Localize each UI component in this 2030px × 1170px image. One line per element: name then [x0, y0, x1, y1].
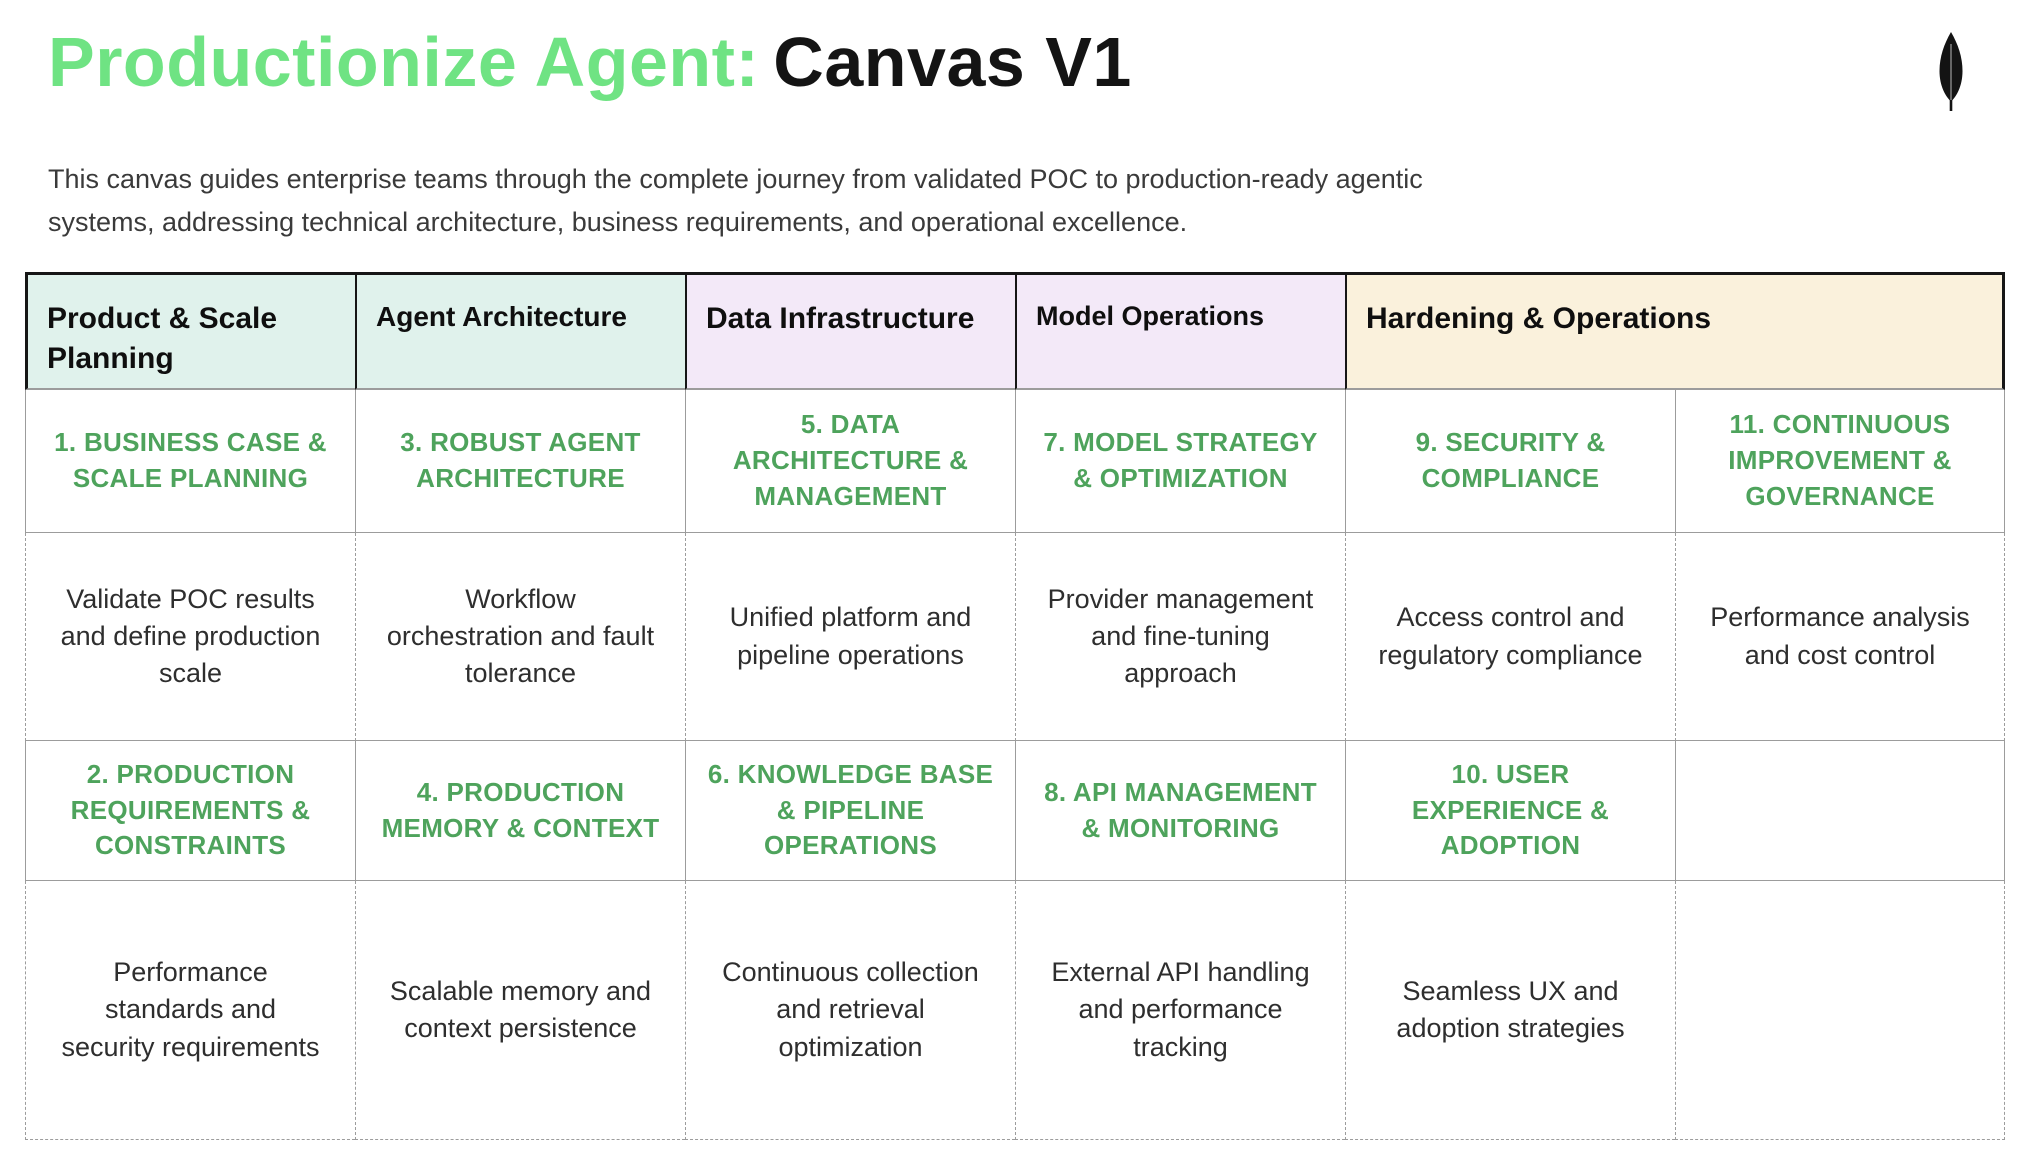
section-title-7-model-strategy: 7. MODEL STRATEGY & OPTIMIZATION: [1015, 390, 1345, 533]
section-title-3-robust-agent-architecture: 3. ROBUST AGENT ARCHITECTURE: [355, 390, 685, 533]
section-desc-6: Continuous collection and retrieval opti…: [685, 881, 1015, 1140]
section-title-empty-cell: [1675, 741, 2005, 881]
section-title-10-user-experience: 10. USER EXPERIENCE & ADOPTION: [1345, 741, 1675, 881]
page-title-accent: Productionize Agent:: [48, 23, 760, 101]
section-desc-8: External API handling and performance tr…: [1015, 881, 1345, 1140]
section-title-4-production-memory: 4. PRODUCTION MEMORY & CONTEXT: [355, 741, 685, 881]
canvas-table: Product & Scale Planning Agent Architect…: [25, 272, 2005, 1140]
section-desc-3: Workflow orchestration and fault toleran…: [355, 533, 685, 741]
section-desc-2: Performance standards and security requi…: [25, 881, 355, 1140]
section-title-11-continuous-improvement: 11. CONTINUOUS IMPROVEMENT & GOVERNANCE: [1675, 390, 2005, 533]
page-subtitle: This canvas guides enterprise teams thro…: [48, 158, 1423, 243]
section-desc-4: Scalable memory and context persistence: [355, 881, 685, 1140]
mongodb-leaf-icon: [1939, 32, 1963, 111]
column-header-hardening-operations: Hardening & Operations: [1345, 272, 2005, 390]
section-title-2-production-requirements: 2. PRODUCTION REQUIREMENTS & CONSTRAINTS: [25, 741, 355, 881]
section-title-8-api-management: 8. API MANAGEMENT & MONITORING: [1015, 741, 1345, 881]
section-title-6-knowledge-base: 6. KNOWLEDGE BASE & PIPELINE OPERATIONS: [685, 741, 1015, 881]
section-title-5-data-architecture: 5. DATA ARCHITECTURE & MANAGEMENT: [685, 390, 1015, 533]
column-header-product-scale-planning: Product & Scale Planning: [25, 272, 355, 390]
section-desc-11: Performance analysis and cost control: [1675, 533, 2005, 741]
subtitle-line-2: systems, addressing technical architectu…: [48, 206, 1188, 237]
subtitle-line-1: This canvas guides enterprise teams thro…: [48, 164, 1423, 194]
section-title-9-security-compliance: 9. SECURITY & COMPLIANCE: [1345, 390, 1675, 533]
section-desc-empty-cell: [1675, 881, 2005, 1140]
section-desc-7: Provider management and fine-tuning appr…: [1015, 533, 1345, 741]
section-desc-5: Unified platform and pipeline operations: [685, 533, 1015, 741]
section-desc-10: Seamless UX and adoption strategies: [1345, 881, 1675, 1140]
section-desc-9: Access control and regulatory compliance: [1345, 533, 1675, 741]
section-title-1-business-case: 1. BUSINESS CASE & SCALE PLANNING: [25, 390, 355, 533]
column-header-data-infrastructure: Data Infrastructure: [685, 272, 1015, 390]
section-desc-1: Validate POC results and define producti…: [25, 533, 355, 741]
column-header-model-operations: Model Operations: [1015, 272, 1345, 390]
page-title-suffix: Canvas V1: [773, 23, 1132, 101]
column-header-agent-architecture: Agent Architecture: [355, 272, 685, 390]
page-title: Productionize Agent:Canvas V1: [48, 22, 1132, 102]
